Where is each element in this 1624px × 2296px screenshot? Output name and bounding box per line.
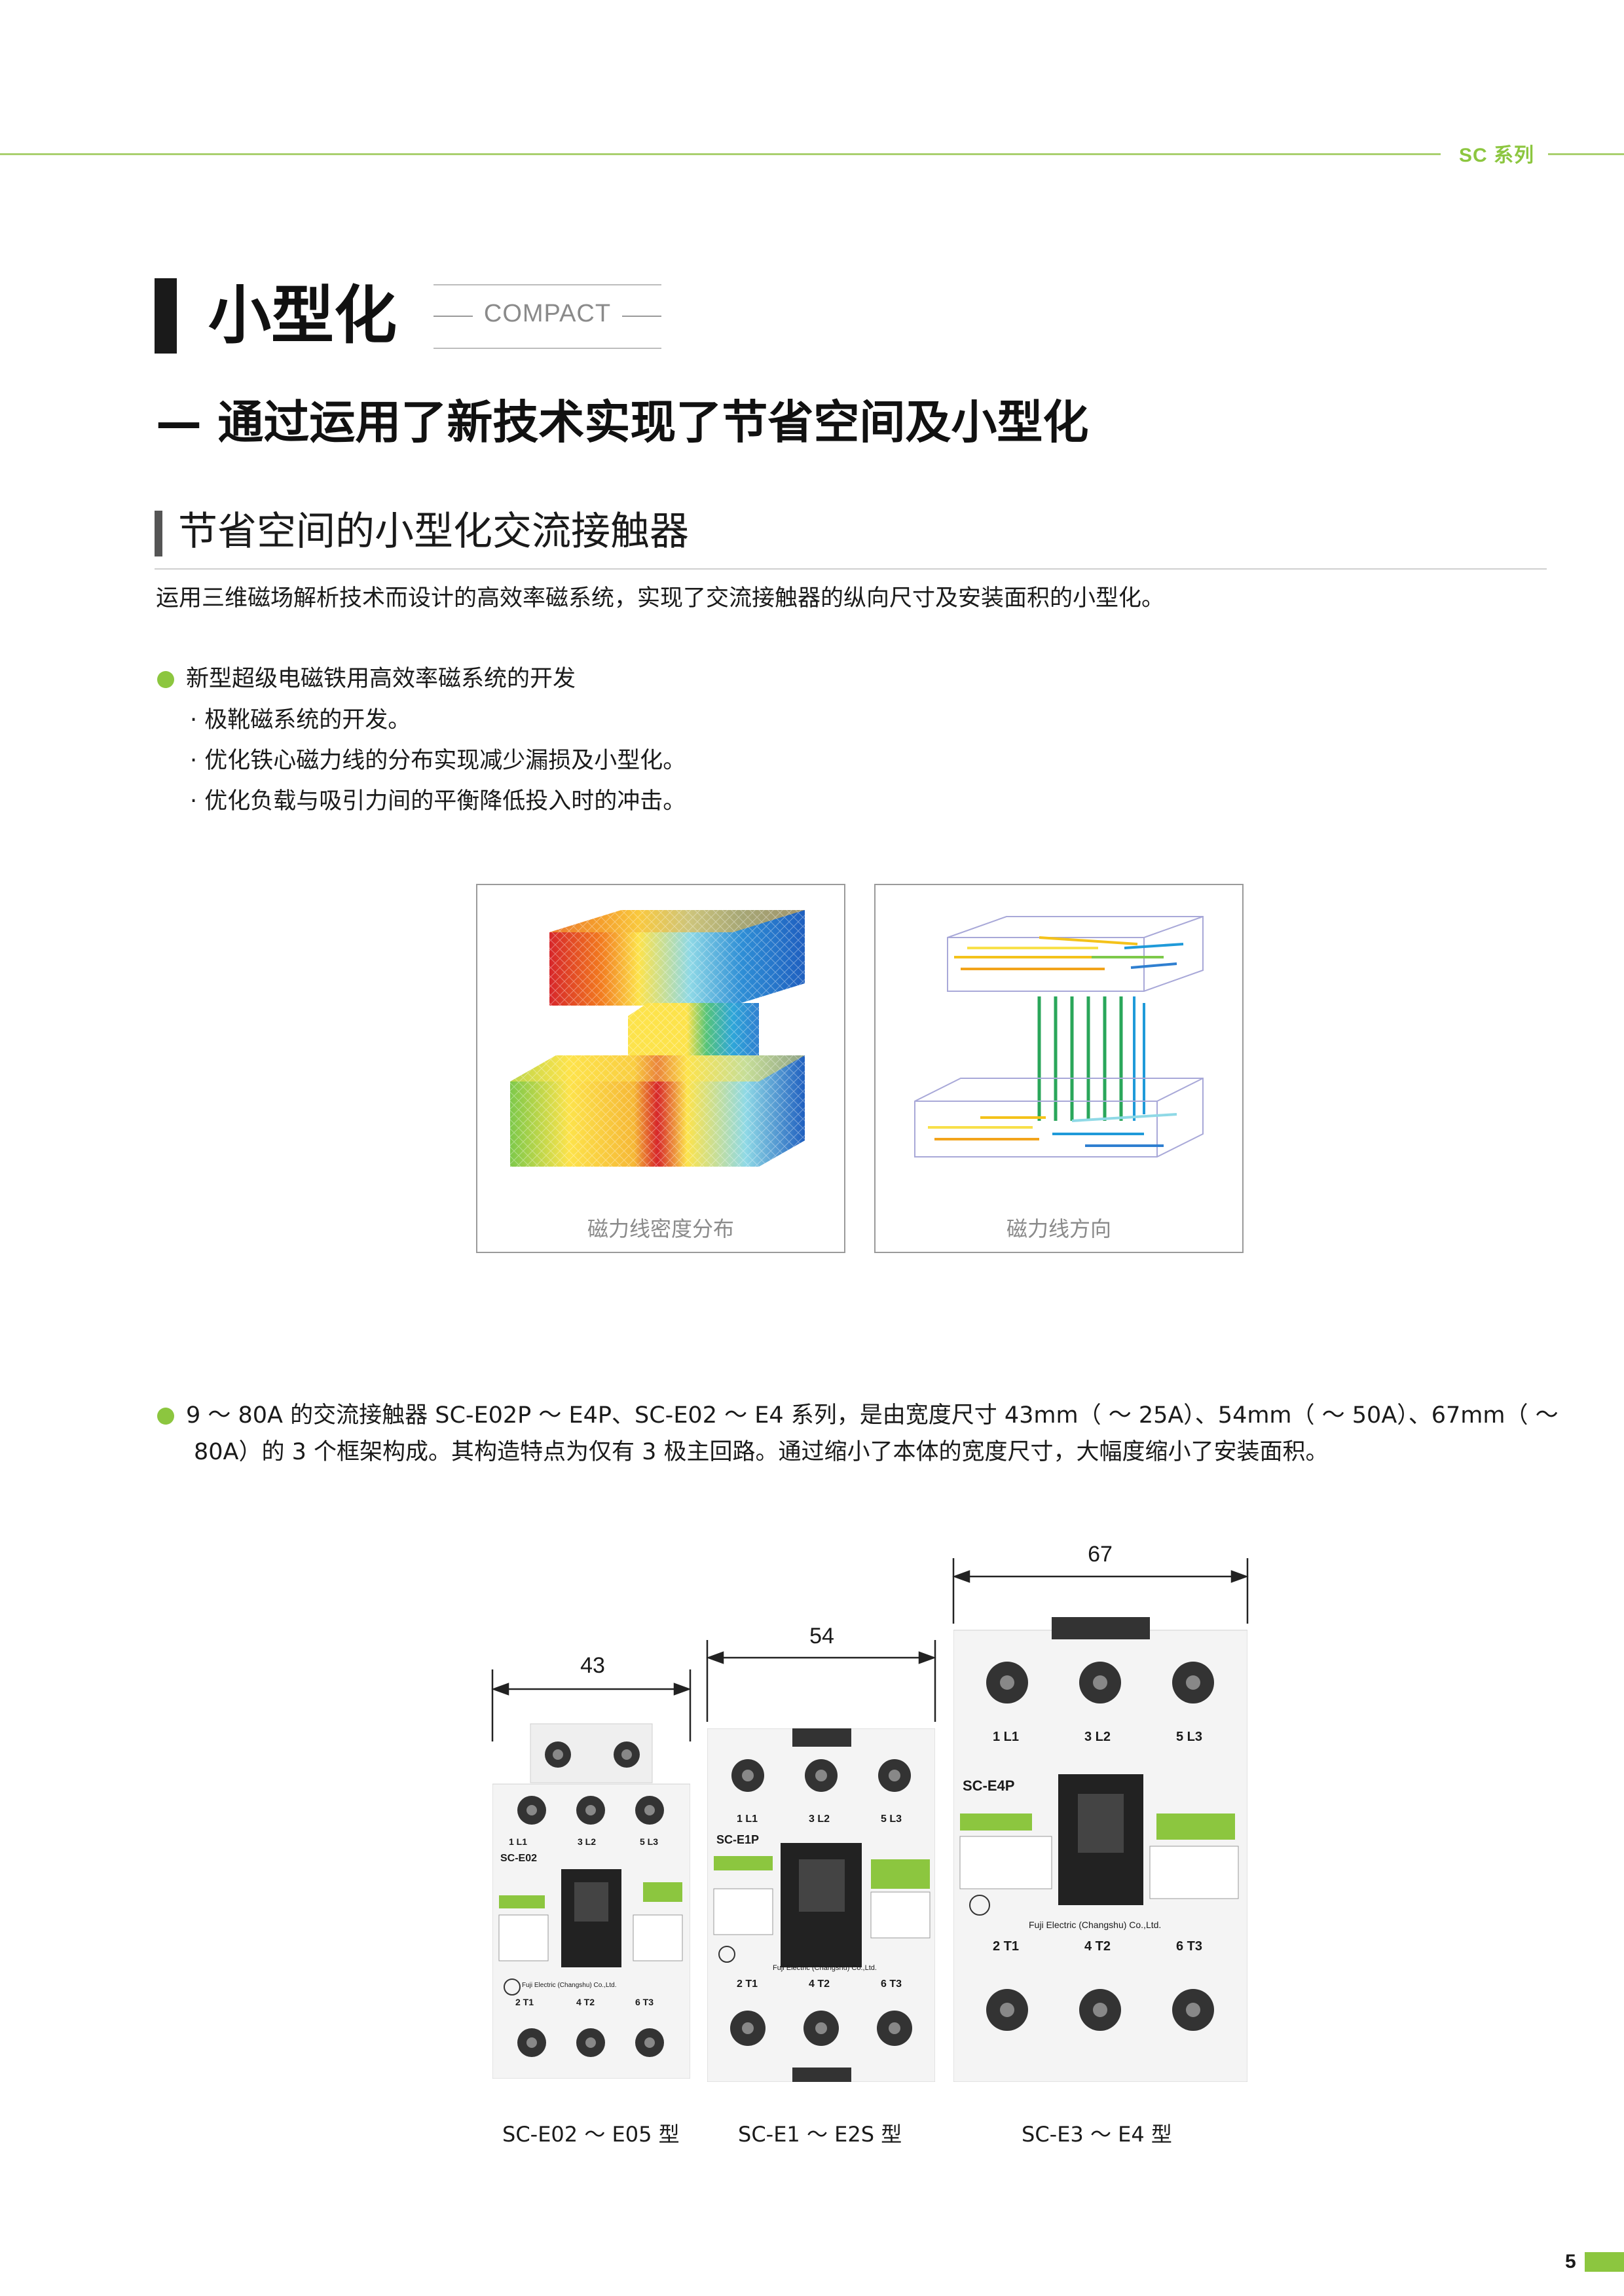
model-caption-small: SC-E02 ～ E05 型 (502, 2122, 680, 2147)
maker-label: Fuji Electric (Changshu) Co.,Ltd. (773, 1964, 877, 1972)
terminal-label: 5 L3 (640, 1836, 659, 1847)
dimension-54: 54 (809, 1624, 834, 1649)
dimension-43: 43 (580, 1653, 605, 1678)
model-label: SC-E1P (716, 1833, 760, 1846)
page-number: 5 (1565, 2251, 1576, 2272)
terminal-label: 3 L2 (578, 1836, 597, 1847)
flux-direction-image (914, 916, 1204, 1157)
contactor-large: 1 L1 3 L2 5 L3 SC-E4P Fuji Electric (Cha… (953, 1617, 1247, 2082)
section-rule (155, 568, 1547, 570)
terminal-label: 5 L3 (1176, 1730, 1203, 1744)
contactor-small-body (492, 1723, 690, 2079)
terminal-label: 6 T3 (635, 1997, 654, 2007)
terminal-label: 3 L2 (809, 1813, 830, 1825)
section-intro: 运用三维磁场解析技术而设计的高效率磁系统，实现了交流接触器的纵向尺寸及安装面积的… (156, 585, 1165, 611)
flux-density-image (510, 910, 805, 1167)
contactor-medium-body (707, 1728, 935, 2082)
terminal-label: 4 T2 (1084, 1939, 1111, 1954)
terminal-label: 6 T3 (881, 1978, 902, 1990)
model-caption-large: SC-E3 ～ E4 型 (1022, 2122, 1172, 2147)
terminal-label: 4 T2 (809, 1978, 830, 1990)
terminal-label: 2 T1 (993, 1939, 1020, 1954)
dimension-67: 67 (1088, 1542, 1113, 1567)
compact-tag: COMPACT (483, 300, 612, 327)
series-tag: SC 系列 (1459, 145, 1535, 166)
flux-direction-figure: 磁力线方向 (874, 884, 1244, 1253)
maker-label: Fuji Electric (Changshu) Co.,Ltd. (1029, 1920, 1162, 1930)
compact-tag-box: COMPACT (434, 284, 661, 349)
maker-label: Fuji Electric (Changshu) Co.,Ltd. (522, 1982, 617, 1989)
bullet1-item: · 优化负载与吸引力间的平衡降低投入时的冲击。 (190, 788, 686, 814)
model-label: SC-E02 (500, 1853, 538, 1864)
model-caption-medium: SC-E1 ～ E2S 型 (738, 2122, 902, 2147)
figure-caption: 磁力线密度分布 (587, 1216, 734, 1241)
contactor-medium: 1 L1 3 L2 5 L3 SC-E1P Fuji Electric (Cha… (707, 1728, 935, 2082)
terminal-label: 1 L1 (993, 1730, 1020, 1744)
section-heading: 节省空间的小型化交流接触器 (178, 509, 689, 555)
page-subtitle: — 通过运用了新技术实现了节省空间及小型化 (156, 395, 1089, 449)
terminal-label: 1 L1 (509, 1836, 528, 1847)
terminal-label: 3 L2 (1084, 1730, 1111, 1744)
bullet1-item: · 极靴磁系统的开发。 (190, 707, 411, 733)
tag-dash-left (434, 316, 473, 317)
bullet-dot (157, 671, 174, 688)
page-title: 小型化 (208, 279, 397, 352)
bullet-dot (157, 1408, 174, 1425)
header-rule-right (1548, 153, 1624, 155)
bullet1-heading: 新型超级电磁铁用高效率磁系统的开发 (186, 666, 576, 692)
title-accent-bar (155, 278, 177, 354)
terminal-label: 6 T3 (1176, 1939, 1203, 1954)
flux-density-figure: 磁力线密度分布 (476, 884, 845, 1253)
bullet2-line: 80A）的 3 个框架构成。其构造特点为仅有 3 极主回路。通过缩小了本体的宽度… (194, 1439, 1329, 1465)
bullet2-line: 9 ～ 80A 的交流接触器 SC-E02P ～ E4P、SC-E02 ～ E4… (186, 1402, 1559, 1429)
terminal-label: 4 T2 (576, 1997, 595, 2007)
contactor-large-body (953, 1617, 1247, 2082)
bullet1-item: · 优化铁心磁力线的分布实现减少漏损及小型化。 (190, 748, 686, 774)
terminal-label: 2 T1 (737, 1978, 758, 1990)
figure-caption: 磁力线方向 (1006, 1216, 1111, 1241)
header-rule-left (0, 153, 1441, 155)
tag-dash-right (622, 316, 661, 317)
section-accent-bar (155, 511, 162, 556)
terminal-label: 1 L1 (737, 1813, 758, 1825)
contactor-small: 1 L1 3 L2 5 L3 SC-E02 Fuji Electric (Cha… (492, 1719, 690, 2079)
model-label: SC-E4P (963, 1777, 1015, 1794)
page-number-accent (1585, 2252, 1624, 2272)
terminal-label: 5 L3 (881, 1813, 902, 1825)
terminal-label: 2 T1 (515, 1997, 534, 2007)
